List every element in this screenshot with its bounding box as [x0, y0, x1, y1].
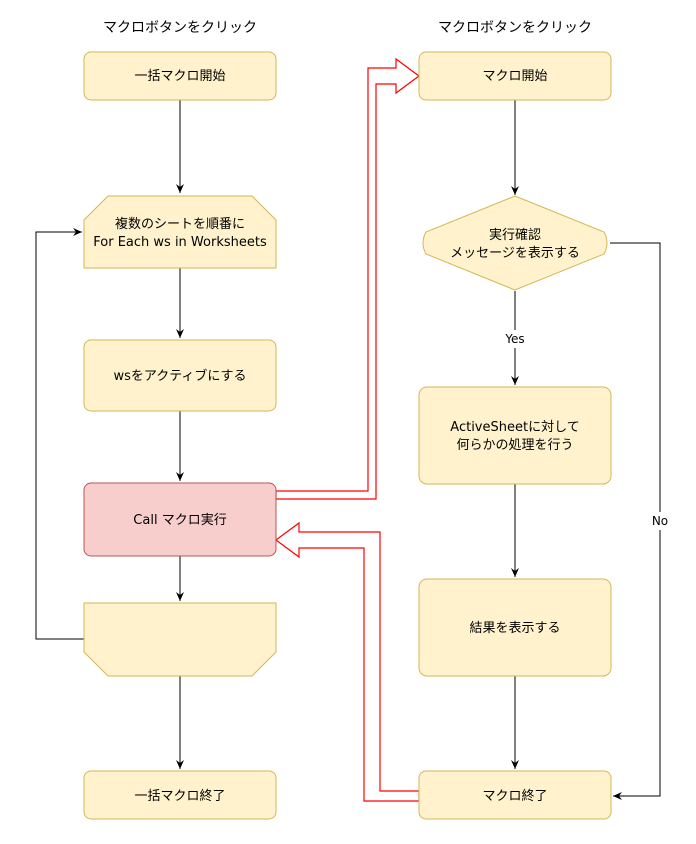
result-node: 結果を表示する	[418, 578, 612, 677]
loop-start-node: 複数のシートを順番に For Each ws in Worksheets	[83, 195, 277, 269]
left-start-node: 一括マクロ開始	[83, 51, 277, 101]
left-end-node: 一括マクロ終了	[83, 770, 277, 820]
process-node: ActiveSheetに対して 何らかの処理を行う	[418, 386, 612, 485]
decision-label-line1: 実行確認	[489, 227, 541, 243]
loop-start-label-line1: 複数のシートを順番に	[115, 216, 245, 232]
yes-label: Yes	[504, 332, 524, 346]
no-label-bg	[648, 512, 672, 530]
left-end-label: 一括マクロ終了	[134, 788, 225, 804]
activate-node: wsをアクティブにする	[83, 339, 277, 412]
call-node: Call マクロ実行	[83, 482, 277, 557]
right-start-node: マクロ開始	[418, 51, 612, 101]
flow-arrows	[274, 57, 421, 802]
call-label: Call マクロ実行	[133, 512, 226, 528]
right-column-title: マクロボタンをクリック	[438, 20, 592, 36]
decision-label-line2: メッセージを表示する	[450, 246, 580, 261]
loop-end-node	[83, 602, 277, 677]
process-label-line1: ActiveSheetに対して	[450, 420, 579, 435]
loop-start-label-line2: For Each ws in Worksheets	[93, 235, 267, 250]
edge-loop-back	[35, 228, 84, 640]
right-start-label: マクロ開始	[482, 69, 547, 84]
decision-node: 実行確認 メッセージを表示する	[422, 195, 608, 291]
yes-label-bg	[500, 330, 530, 348]
left-start-label: 一括マクロ開始	[134, 69, 225, 84]
no-label: No	[652, 514, 668, 528]
activate-label: wsをアクティブにする	[113, 368, 246, 384]
result-label: 結果を表示する	[469, 621, 560, 636]
process-label-line2: 何らかの処理を行う	[456, 437, 573, 453]
right-end-label: マクロ終了	[482, 788, 547, 804]
flow-arrow-return-to-call	[274, 521, 420, 802]
left-column-title: マクロボタンをクリック	[103, 20, 257, 36]
right-end-node: マクロ終了	[418, 770, 612, 820]
flow-arrow-call-to-macro	[275, 57, 421, 500]
